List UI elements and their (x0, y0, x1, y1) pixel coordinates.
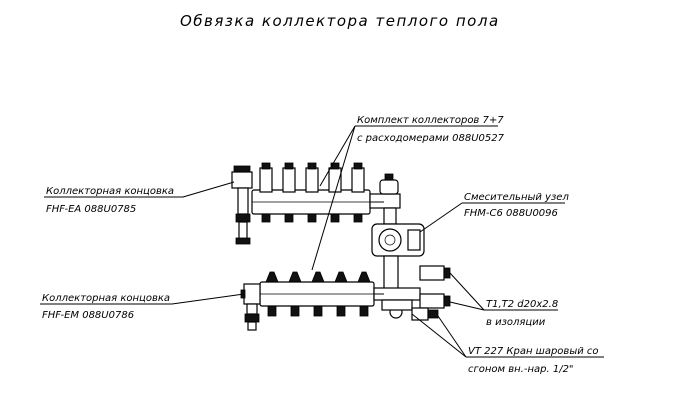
label-end-piece-ea: Коллекторная концовка FHF-EA 088U0785 (46, 186, 174, 215)
end-piece-ea (231, 165, 253, 245)
upper-manifold (251, 162, 371, 223)
leader-end-piece-ea (44, 181, 235, 198)
label-collector-set: Комплект коллекторов 7+7 с расходомерами… (357, 115, 505, 144)
leader-ball-valve (411, 313, 604, 358)
ball-valve-line2: сгоном вн.-нар. 1/2" (468, 364, 574, 375)
end-piece-em (240, 283, 261, 331)
ball-valve-line1: VT 227 Кран шаровый со (468, 346, 599, 357)
label-ball-valve: VT 227 Кран шаровый со сгоном вн.-нар. 1… (468, 346, 599, 375)
collector-set-line2: с расходомерами 088U0527 (357, 133, 505, 144)
end-piece-em-line2: FHF-EM 088U0786 (42, 310, 134, 321)
leader-thermometers (449, 272, 558, 311)
valve-cap-row (265, 271, 371, 283)
leader-collector-set (311, 125, 498, 271)
lower-manifold (259, 271, 375, 317)
thermometers-line1: T1,T2 d20x2.8 (486, 299, 558, 310)
end-piece-em-line1: Коллекторная концовка (42, 293, 170, 304)
mixing-unit-line2: FHM-C6 088U0096 (464, 208, 558, 219)
label-mixing-unit: Смесительный узел FHM-C6 088U0096 (464, 192, 569, 219)
pump-icon (371, 223, 425, 257)
mixing-unit-line1: Смесительный узел (464, 192, 569, 203)
end-piece-ea-line2: FHF-EA 088U0785 (46, 204, 136, 215)
label-end-piece-em: Коллекторная концовка FHF-EM 088U0786 (42, 293, 170, 321)
mixing-unit (369, 173, 451, 321)
leader-mixing-unit (419, 202, 565, 233)
label-thermometers: T1,T2 d20x2.8 в изоляции (486, 299, 558, 328)
diagram-title: Обвязка коллектора теплого пола (180, 12, 500, 30)
end-piece-ea-line1: Коллекторная концовка (46, 186, 174, 197)
leader-end-piece-em (40, 293, 245, 305)
flowmeter-row (259, 162, 365, 193)
thermometers-line2: в изоляции (486, 317, 546, 328)
collector-set-line1: Комплект коллекторов 7+7 (357, 115, 504, 126)
